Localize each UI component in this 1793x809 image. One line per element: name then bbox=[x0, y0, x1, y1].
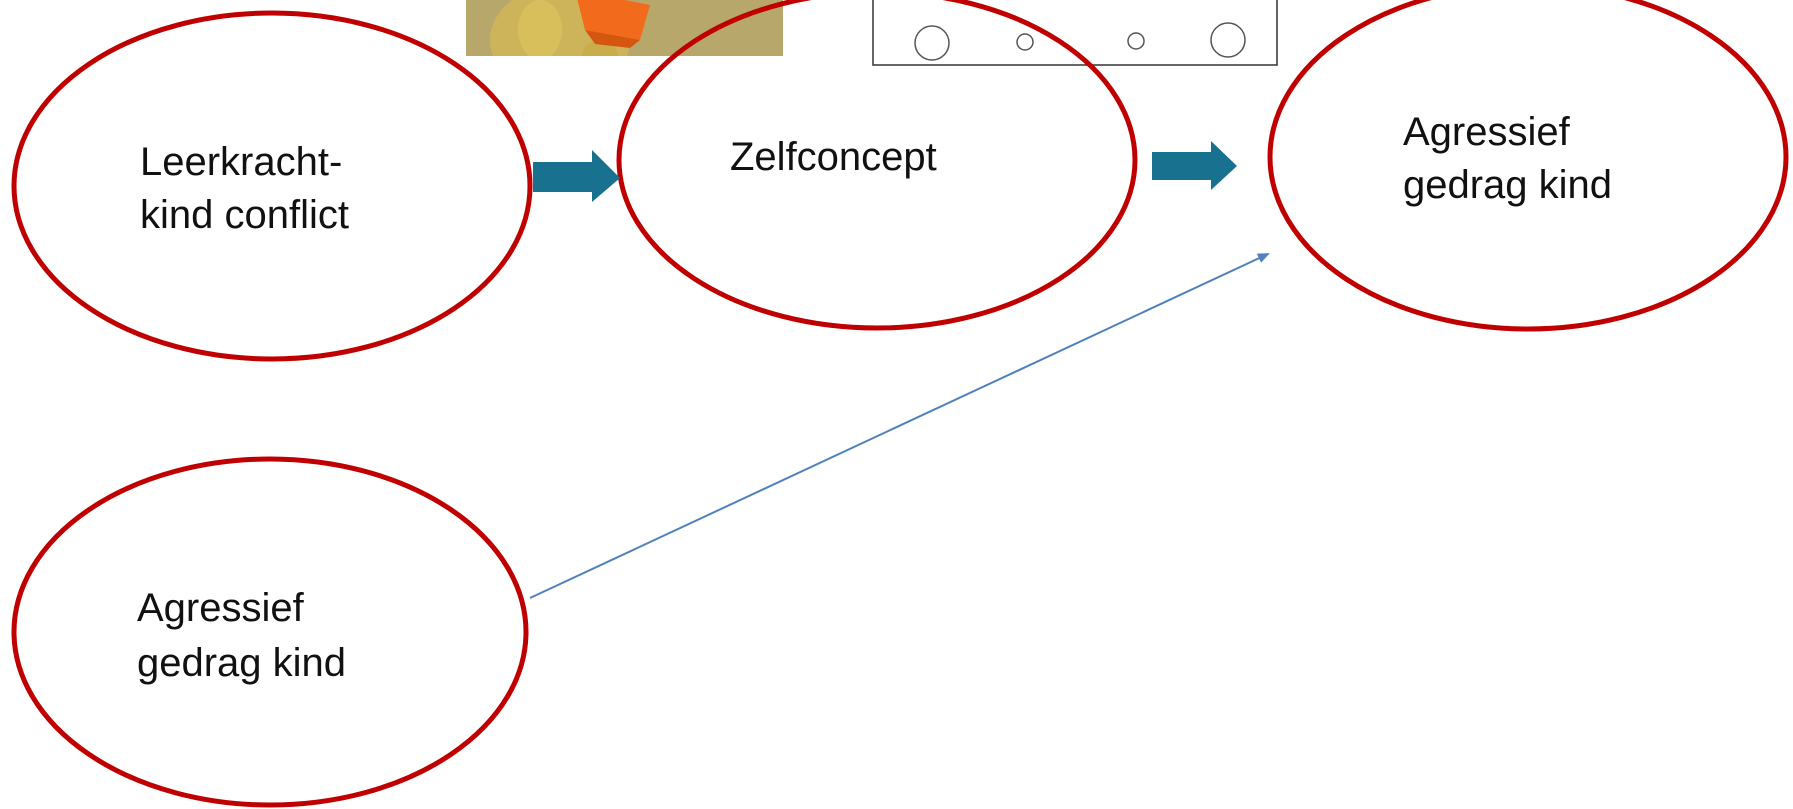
label-aggressive-behavior-outcome-line2: gedrag kind bbox=[1403, 163, 1612, 207]
label-aggressive-behavior-baseline-line2: gedrag kind bbox=[137, 641, 346, 685]
label-aggressive-behavior-baseline-line1: Agressief bbox=[137, 586, 305, 630]
thin-arrow-baseline-to-outcome bbox=[529, 253, 1270, 599]
rating-scale-card bbox=[872, 0, 1278, 66]
node-aggressive-behavior-outcome bbox=[1267, 0, 1789, 332]
scale-circle-large-right bbox=[1210, 22, 1246, 58]
scale-circle-large-left bbox=[914, 25, 950, 61]
scale-circle-small-right bbox=[1127, 32, 1145, 50]
scale-circle-small-left bbox=[1016, 33, 1034, 51]
block-arrow-conflict-to-self-concept bbox=[533, 150, 620, 202]
label-aggressive-behavior-outcome-line1: Agressief bbox=[1403, 110, 1571, 154]
duck-puppet-photo bbox=[466, 0, 783, 56]
block-arrow-self-concept-to-aggression bbox=[1152, 141, 1237, 190]
label-self-concept: Zelfconcept bbox=[730, 135, 937, 179]
node-self-concept bbox=[616, 0, 1138, 331]
label-teacher-child-conflict-line2: kind conflict bbox=[140, 193, 349, 237]
label-teacher-child-conflict-line1: Leerkracht- bbox=[140, 140, 342, 184]
node-teacher-child-conflict bbox=[11, 10, 533, 362]
node-aggressive-behavior-baseline bbox=[11, 456, 529, 808]
